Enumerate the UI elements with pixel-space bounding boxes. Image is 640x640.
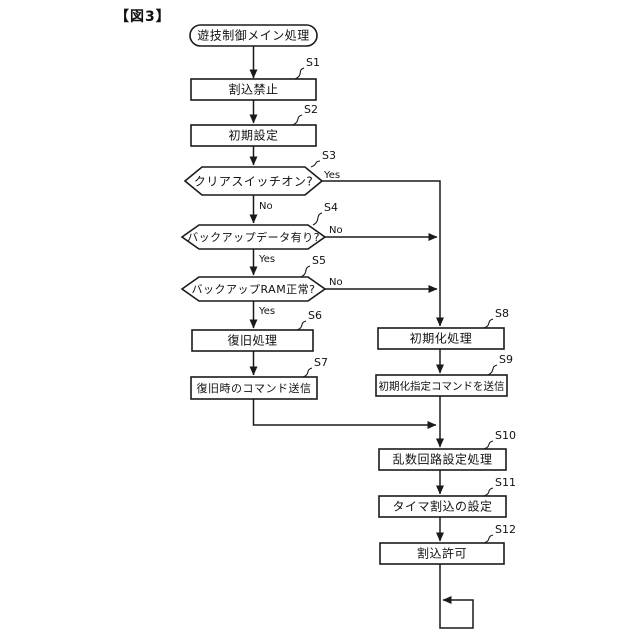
s9-process-shape xyxy=(375,374,508,397)
node-s3: クリアスイッチオン? S3 Yes No xyxy=(183,149,340,212)
node-s4: バックアップデータ有り? S4 No Yes xyxy=(180,201,343,265)
s8-process-shape xyxy=(377,327,505,350)
s3-label: クリアスイッチオン? xyxy=(194,175,313,189)
s4-step-tag: S4 xyxy=(324,201,338,214)
s8-label: 初期化処理 xyxy=(410,332,473,346)
s4-step-leader xyxy=(312,212,323,226)
s4-label: バックアップデータ有り? xyxy=(187,230,320,244)
s5-decision-shape xyxy=(180,276,327,302)
s7-step-leader xyxy=(302,367,313,378)
s2-step-leader xyxy=(292,114,303,126)
node-s9: 初期化指定コマンドを送信 S9 xyxy=(375,353,513,397)
node-s1: 割込禁止 S1 xyxy=(190,56,320,101)
s7-process-shape xyxy=(190,376,318,400)
s2-process-shape xyxy=(190,124,317,147)
s11-label: タイマ割込の設定 xyxy=(392,499,492,514)
start-terminal-shape xyxy=(189,24,318,47)
s1-step-leader xyxy=(294,67,305,80)
s5-step-tag: S5 xyxy=(312,254,326,267)
s4-decision-shape xyxy=(180,224,327,250)
figure-label: 【図3】 xyxy=(115,9,171,25)
s3-step-tag: S3 xyxy=(322,149,336,162)
s1-label: 割込禁止 xyxy=(228,82,278,97)
edge-endless-loop xyxy=(439,564,474,629)
s6-process-shape xyxy=(191,329,314,352)
s12-step-leader xyxy=(483,534,494,544)
node-s2: 初期設定 S2 xyxy=(190,103,318,147)
s5-step-leader xyxy=(300,265,311,278)
s10-step-leader xyxy=(483,440,494,450)
s9-step-tag: S9 xyxy=(499,353,513,366)
s3-no-branch-label: No xyxy=(259,201,273,212)
s6-step-leader xyxy=(296,320,307,331)
s1-step-tag: S1 xyxy=(306,56,320,69)
s11-step-leader xyxy=(483,487,494,497)
edge-s7-merge xyxy=(252,399,437,429)
s5-no-branch-label: No xyxy=(329,277,343,288)
s3-yes-branch-label: Yes xyxy=(323,170,340,181)
s2-step-tag: S2 xyxy=(304,103,318,116)
s7-step-tag: S7 xyxy=(314,356,328,369)
edge-s3-yes-to-s8 xyxy=(322,180,444,327)
s11-step-tag: S11 xyxy=(495,476,516,489)
s3-step-leader xyxy=(310,160,321,168)
s9-step-leader xyxy=(487,364,498,376)
s9-label: 初期化指定コマンドを送信 xyxy=(379,380,505,393)
s6-step-tag: S6 xyxy=(308,309,322,322)
node-s8: 初期化処理 S8 xyxy=(377,307,509,350)
s5-yes-branch-label: Yes xyxy=(258,306,275,317)
start-terminal-label: 遊技制御メイン処理 xyxy=(197,28,310,43)
s3-decision-shape xyxy=(183,166,324,196)
node-s12: 割込許可 S12 xyxy=(379,523,516,565)
s10-process-shape xyxy=(378,448,507,471)
node-s10: 乱数回路設定処理 S10 xyxy=(378,429,516,471)
node-start: 遊技制御メイン処理 xyxy=(189,24,318,47)
node-s5: バックアップRAM正常? S5 No Yes xyxy=(180,254,343,317)
s4-no-branch-label: No xyxy=(329,225,343,236)
s6-label: 復旧処理 xyxy=(227,333,277,348)
s2-label: 初期設定 xyxy=(228,128,278,143)
s5-label: バックアップRAM正常? xyxy=(191,283,315,296)
s1-process-shape xyxy=(190,78,317,101)
s12-process-shape xyxy=(379,542,505,565)
node-s7: 復旧時のコマンド送信 S7 xyxy=(190,356,328,400)
s8-step-tag: S8 xyxy=(495,307,509,320)
s10-step-tag: S10 xyxy=(495,429,516,442)
s12-step-tag: S12 xyxy=(495,523,516,536)
node-s11: タイマ割込の設定 S11 xyxy=(378,476,516,518)
s11-process-shape xyxy=(378,495,507,518)
s8-step-leader xyxy=(483,318,494,329)
s7-label: 復旧時のコマンド送信 xyxy=(197,381,312,395)
s4-yes-branch-label: Yes xyxy=(258,254,275,265)
s10-label: 乱数回路設定処理 xyxy=(392,452,492,467)
node-s6: 復旧処理 S6 xyxy=(191,309,322,352)
s12-label: 割込許可 xyxy=(417,546,467,561)
